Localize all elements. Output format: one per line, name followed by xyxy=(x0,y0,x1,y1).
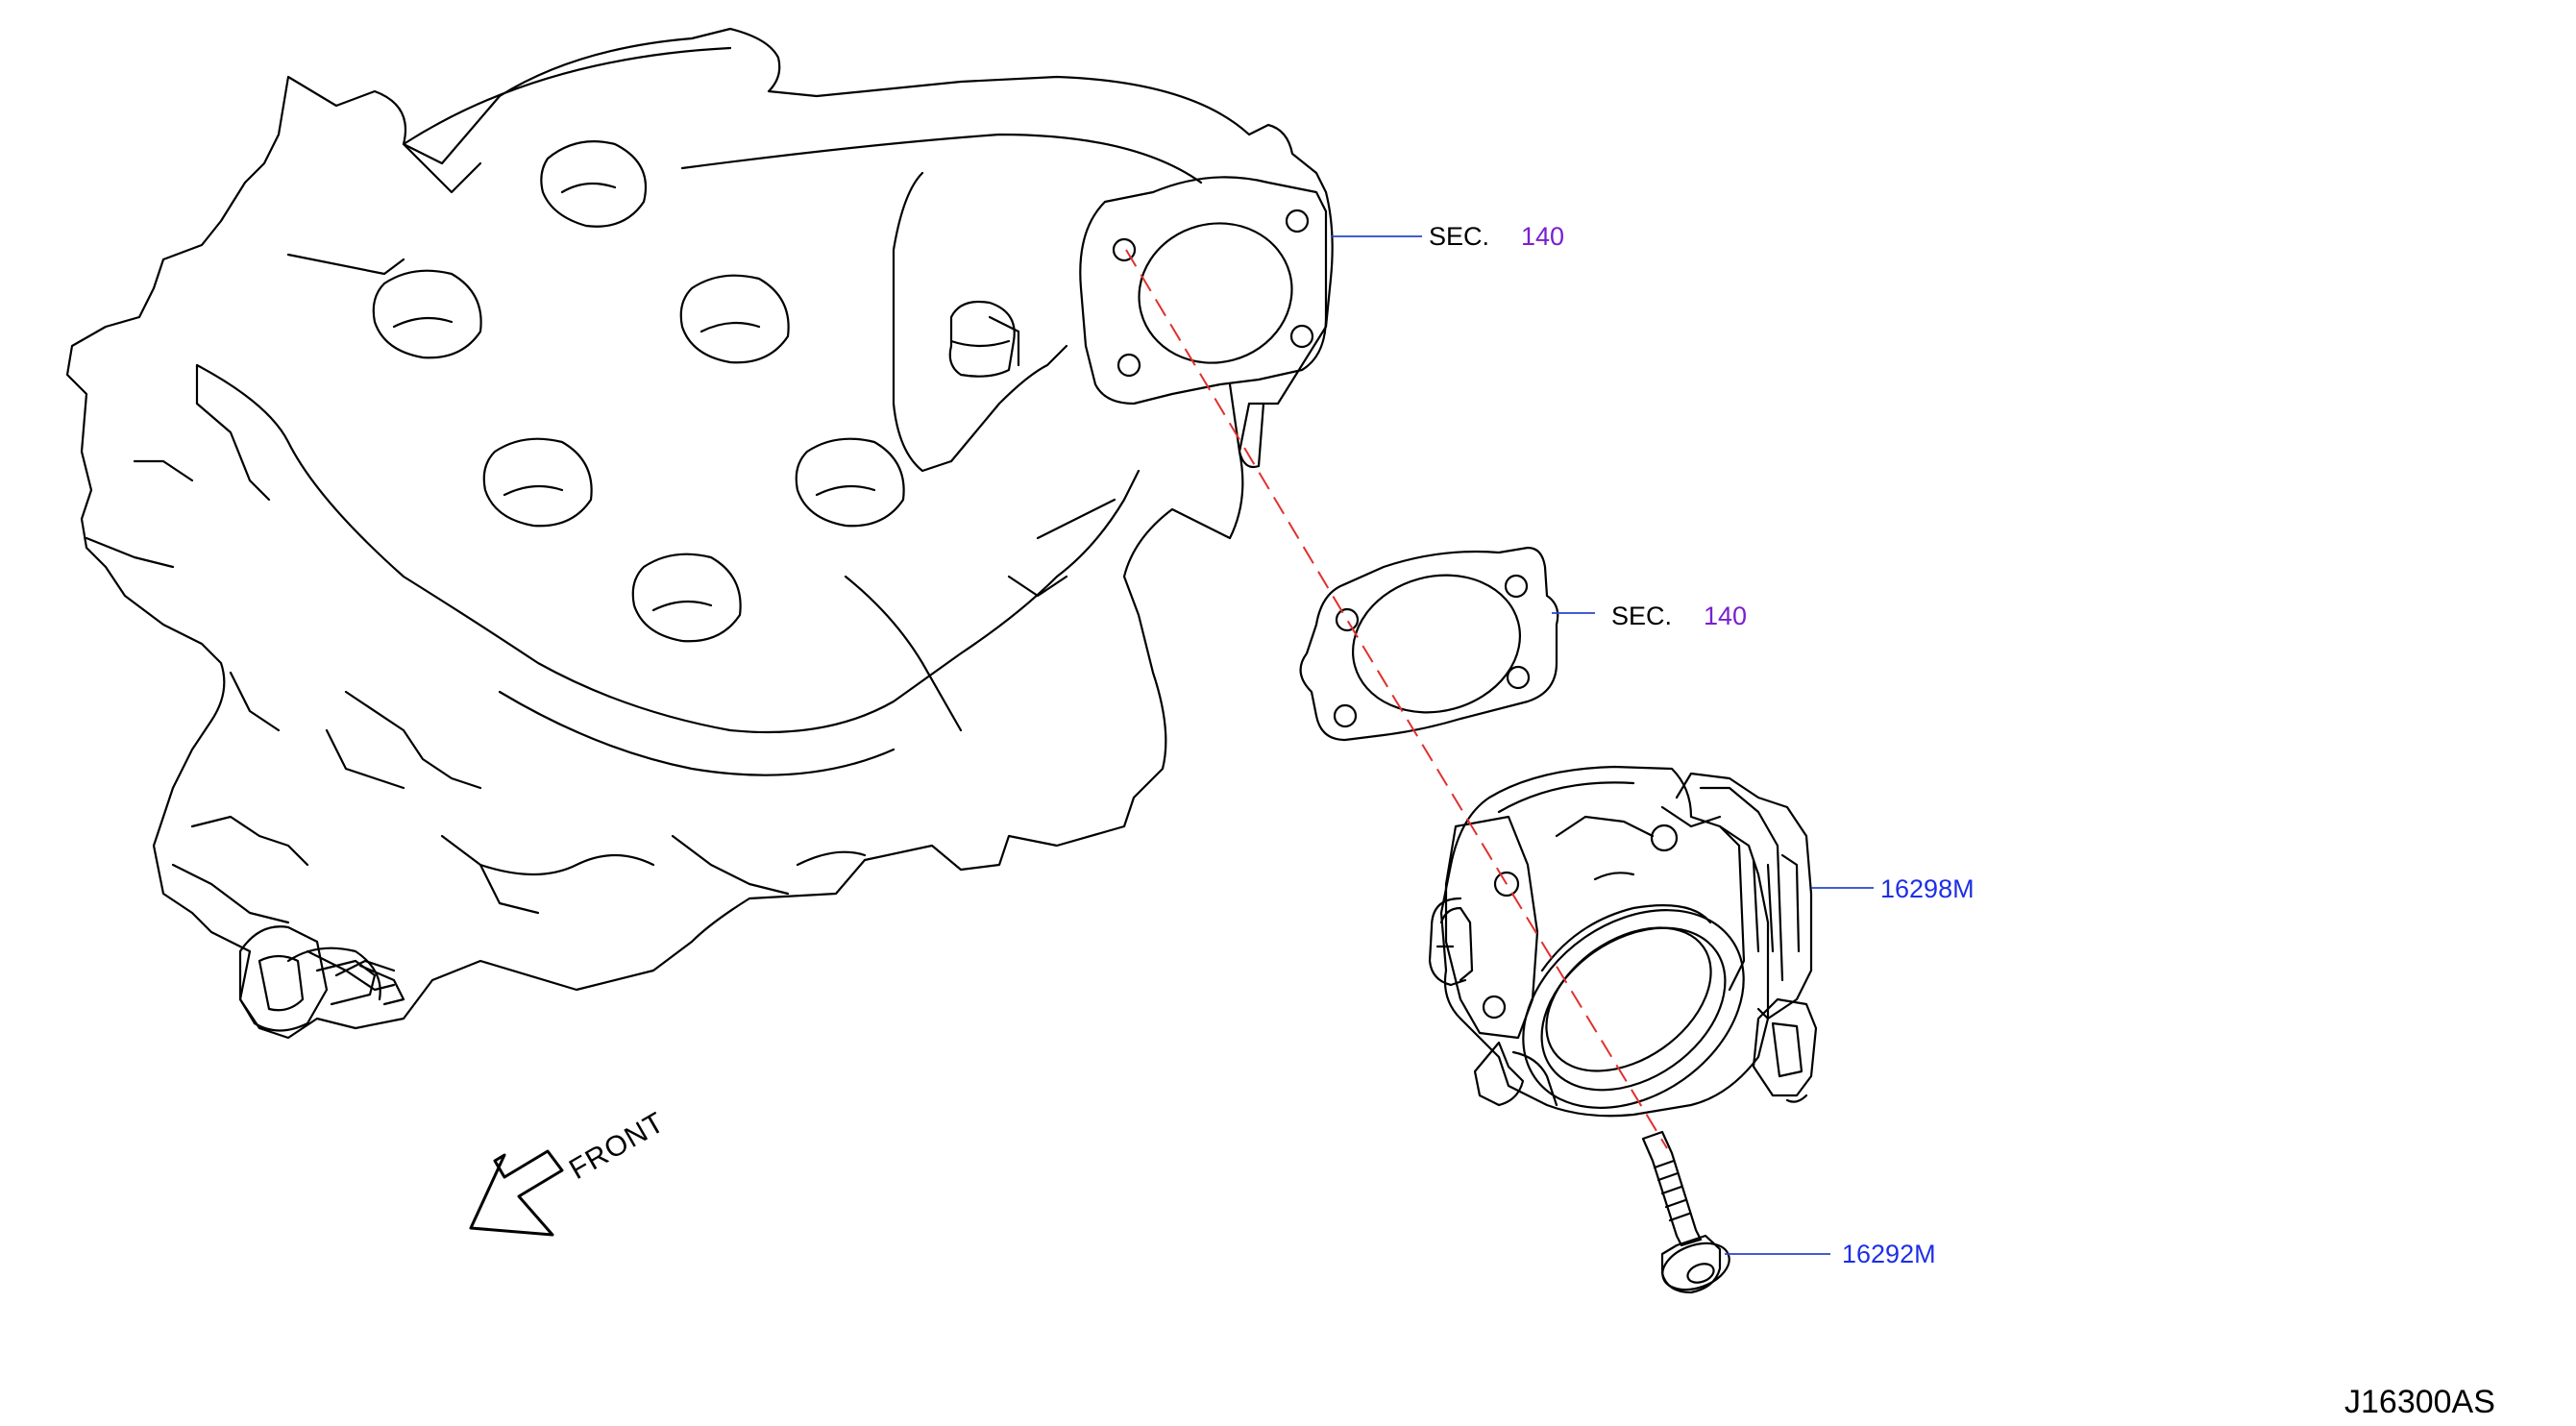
callout-sec-upper: SEC. 140 xyxy=(1429,222,1564,251)
front-arrow-icon xyxy=(469,1149,564,1237)
throttle-body-drawing xyxy=(1428,765,1818,1118)
part-number-bolt-link[interactable]: 16292M xyxy=(1842,1240,1936,1268)
diagram-id: J16300AS xyxy=(2344,1384,2495,1420)
sec-upper-prefix: SEC. xyxy=(1429,222,1489,251)
manifold-throttle-flange xyxy=(1079,176,1328,469)
bolt-drawing xyxy=(1641,1130,1730,1294)
throttle-gasket-drawing xyxy=(1299,546,1559,742)
front-direction-indicator: FRONT xyxy=(469,1106,670,1237)
alignment-centerline xyxy=(1125,249,1668,1149)
callout-sec-lower: SEC. 140 xyxy=(1611,602,1747,630)
part-number-throttle-body-link[interactable]: 16298M xyxy=(1880,874,1975,903)
intake-manifold-drawing xyxy=(65,27,1334,1040)
sec-lower-prefix: SEC. xyxy=(1611,602,1672,630)
sec-lower-number-link[interactable]: 140 xyxy=(1704,602,1747,630)
sec-upper-number-link[interactable]: 140 xyxy=(1521,222,1564,251)
front-label: FRONT xyxy=(564,1106,670,1186)
